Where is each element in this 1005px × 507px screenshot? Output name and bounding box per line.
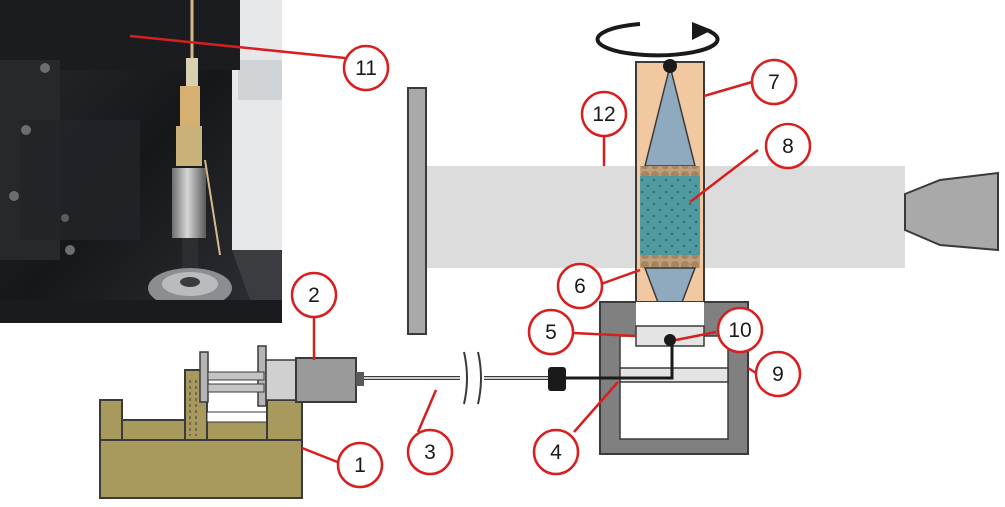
packed-bed <box>640 166 700 268</box>
leader-lines <box>129 34 759 465</box>
sample-capillary <box>635 59 705 337</box>
connector <box>548 367 566 391</box>
svg-text:10: 10 <box>728 319 751 342</box>
callout-9: 9 <box>754 350 802 398</box>
callout-5: 5 <box>527 308 575 356</box>
callout-10: 10 <box>716 306 764 354</box>
callout-8: 8 <box>764 122 812 170</box>
svg-text:5: 5 <box>545 321 557 344</box>
svg-text:3: 3 <box>424 441 436 464</box>
window-plate <box>407 87 427 335</box>
callout-7: 7 <box>750 58 798 106</box>
holder-housing <box>565 301 749 455</box>
svg-text:12: 12 <box>592 103 615 126</box>
callout-12: 12 <box>580 90 628 138</box>
top-pivot <box>663 59 677 73</box>
callout-3: 3 <box>406 428 454 476</box>
svg-text:11: 11 <box>355 57 377 80</box>
instrument-photo <box>0 0 282 323</box>
syringe-pump <box>99 345 364 499</box>
rotation-arrow-icon <box>595 22 720 58</box>
tubing <box>356 351 566 405</box>
callout-1: 1 <box>336 441 384 489</box>
inlet-node <box>664 334 676 346</box>
svg-text:2: 2 <box>308 284 320 307</box>
callout-11: 11 <box>342 44 390 92</box>
svg-text:1: 1 <box>354 454 366 477</box>
svg-text:8: 8 <box>782 135 794 158</box>
callout-2: 2 <box>290 271 338 319</box>
svg-text:9: 9 <box>772 363 784 386</box>
callout-6: 6 <box>556 262 604 310</box>
piston <box>619 367 729 383</box>
svg-text:7: 7 <box>768 71 780 94</box>
svg-text:4: 4 <box>550 441 562 464</box>
detector <box>904 171 999 252</box>
svg-text:6: 6 <box>574 275 586 298</box>
callout-4: 4 <box>532 428 580 476</box>
